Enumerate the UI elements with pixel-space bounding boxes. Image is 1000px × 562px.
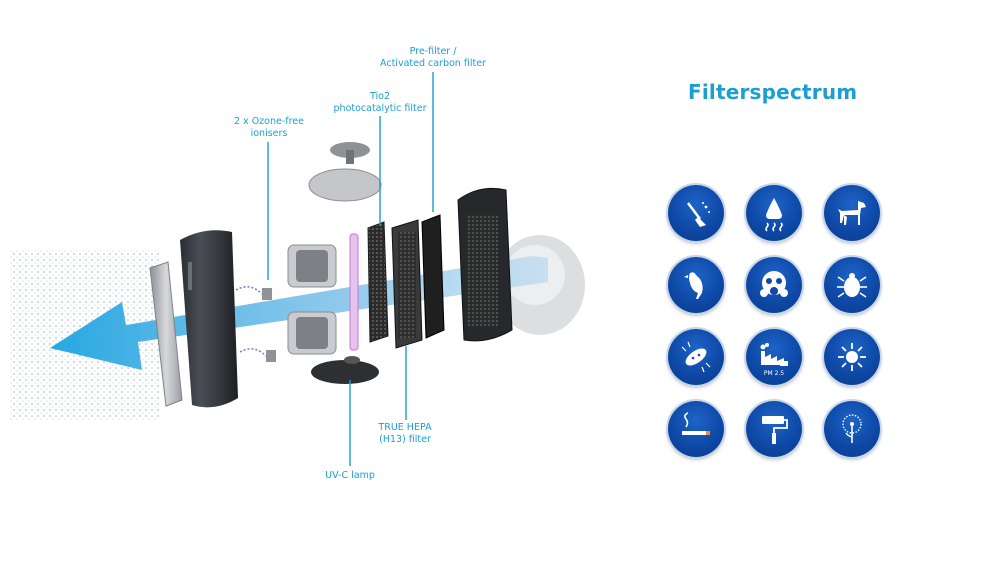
dust-cleaning-icon (668, 185, 724, 241)
tio2-label: Tio2 photocatalytic filter (330, 91, 430, 115)
lamp-base (311, 360, 379, 384)
top-cover (308, 142, 382, 202)
dandelion-pollen-icon (824, 401, 880, 457)
filterspectrum-title: Filterspectrum (688, 80, 858, 104)
odor-nose-icon (746, 185, 802, 241)
hepa-label-line2: (H13) filter (379, 434, 431, 445)
filterspectrum-icon-grid: PM 2.5 (668, 185, 880, 457)
uvc-label: UV-C lamp (325, 470, 375, 481)
dog-pet-icon (824, 185, 880, 241)
exploded-purifier-diagram (10, 72, 585, 466)
pm25-factory-smog-icon: PM 2.5 (746, 329, 802, 385)
ionisers-label: 2 x Ozone-free ionisers (226, 116, 312, 140)
prefilter-label-line1: Pre-filter / (409, 46, 457, 57)
ioniser-lower (266, 350, 276, 362)
hepa-label: TRUE HEPA (H13) filter (370, 422, 440, 446)
fan-upper (287, 244, 337, 288)
ionisers-label-line1: 2 x Ozone-free (233, 116, 304, 127)
prefilter-label-line2: Activated carbon filter (380, 58, 486, 69)
uv-c-lamp (349, 233, 359, 351)
ioniser-upper (262, 288, 272, 300)
virus-icon (824, 329, 880, 385)
tio2-label-line2: photocatalytic filter (333, 103, 427, 114)
fan-lower (287, 311, 337, 355)
bacteria-icon (668, 329, 724, 385)
cigarette-smoke-icon (668, 401, 724, 457)
hepa-label-line1: TRUE HEPA (378, 422, 432, 433)
gas-mask-icon (746, 257, 802, 313)
tio2-label-line1: Tio2 (369, 91, 390, 102)
front-grille (149, 261, 183, 407)
prefilter-label: Pre-filter / Activated carbon filter (378, 46, 488, 70)
bird-icon (668, 257, 724, 313)
tio2-filter (367, 221, 389, 343)
paint-roller-icon (746, 401, 802, 457)
ionisers-label-line2: ionisers (250, 128, 288, 139)
carbon-prefilter (421, 214, 445, 339)
purifier-body (180, 230, 238, 408)
dust-mite-icon (824, 257, 880, 313)
pm25-text: PM 2.5 (763, 370, 785, 377)
